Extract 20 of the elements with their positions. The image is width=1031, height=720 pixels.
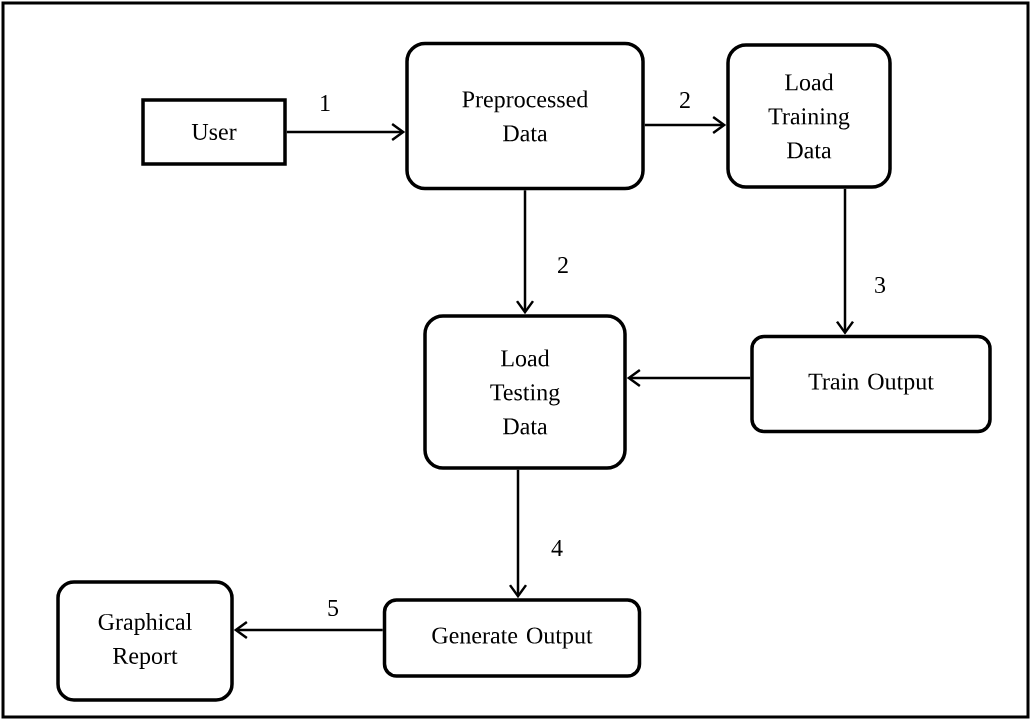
process-box: Load Training Data [726, 43, 892, 189]
process-box: Train Output [750, 334, 992, 434]
entity-box: User [141, 98, 287, 166]
process-box: Preprocessed Data [405, 41, 645, 191]
edge-label: 2 [678, 91, 692, 109]
edge-label: 2 [556, 256, 570, 274]
process-box: Load Testing Data [423, 314, 627, 470]
arrow [509, 469, 528, 599]
process-box: Generate Output [382, 598, 642, 678]
edge-label: 4 [550, 539, 564, 557]
arrow [626, 369, 751, 387]
arrow [836, 188, 854, 335]
arrow [644, 116, 727, 134]
arrow [286, 123, 406, 141]
arrow [233, 620, 383, 639]
process-box: Graphical Report [56, 580, 234, 702]
edge-label: 1 [318, 94, 332, 112]
edge-label: 3 [873, 275, 887, 295]
arrow [516, 190, 535, 315]
edge-label: 5 [326, 599, 340, 617]
